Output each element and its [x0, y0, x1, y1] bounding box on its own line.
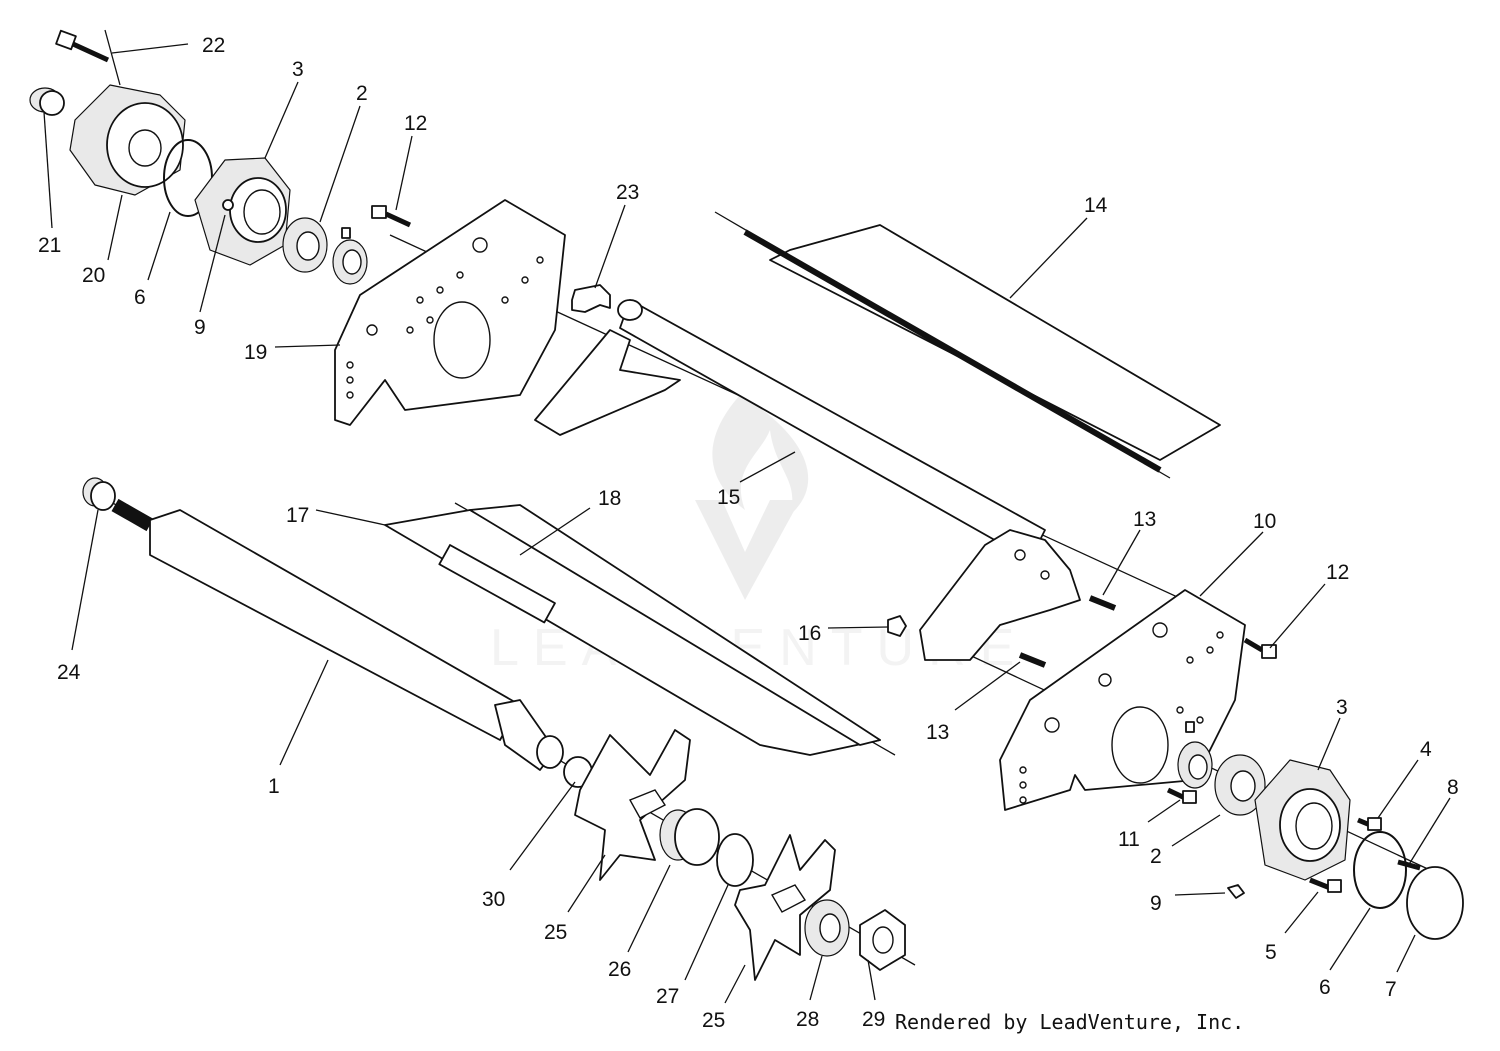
callout-16: 16: [798, 622, 821, 645]
callout-23: 23: [616, 181, 639, 204]
callout-29: 29: [862, 1008, 885, 1031]
callout-25-left: 25: [544, 921, 567, 944]
part-24-nut: [82, 477, 116, 511]
callout-11: 11: [1118, 828, 1140, 851]
callout-24: 24: [57, 661, 81, 684]
callout-6-right: 6: [1319, 976, 1331, 999]
rendered-by-credit: Rendered by LeadVenture, Inc.: [895, 1010, 1245, 1034]
leader-lines: [43, 43, 1451, 1004]
part-17-bedbar: [384, 504, 881, 756]
callout-4: 4: [1420, 738, 1432, 761]
callout-14: 14: [1084, 194, 1108, 217]
callout-30: 30: [482, 888, 505, 911]
callout-3-left: 3: [292, 58, 304, 81]
callout-3-right: 3: [1336, 696, 1348, 719]
part-collar-right: [1177, 721, 1213, 789]
part-13-pin-lower: [1018, 652, 1047, 668]
callout-15: 15: [717, 486, 740, 509]
part-collar-left: [332, 227, 368, 285]
callout-19: 19: [244, 341, 267, 364]
callout-21: 21: [38, 234, 61, 257]
callout-13-upper: 13: [1133, 508, 1156, 531]
part-25-spider-right: [734, 834, 836, 981]
part-3-bearing-housing-right: [1254, 759, 1351, 881]
callout-27: 27: [656, 985, 679, 1008]
callout-9-left: 9: [194, 316, 206, 339]
part-6-oring-right: [1353, 831, 1407, 909]
part-29-nut: [859, 909, 906, 971]
part-9-fitting-right: [1227, 884, 1245, 899]
part-27-washer: [716, 833, 754, 887]
part-7-cover: [1406, 866, 1464, 940]
part-16-nut: [887, 615, 907, 637]
callout-13-lower: 13: [926, 721, 949, 744]
part-1-reel-shaft: [111, 498, 564, 771]
callout-12-right: 12: [1326, 561, 1349, 584]
part-2-bearing-right: [1214, 754, 1266, 816]
part-25-spider-left: [574, 729, 691, 881]
part-26-spacer: [659, 808, 720, 866]
callout-12-left: 12: [404, 112, 427, 135]
callouts: 22 3 2 12 21 20 6 9 19 23 14 15 17 18 24…: [38, 34, 1459, 1032]
part-18-bedknife: [438, 544, 556, 624]
part-13-pin-upper: [1088, 595, 1117, 611]
part-4-bolt: [1357, 817, 1382, 831]
callout-1: 1: [268, 775, 280, 798]
part-19-side-plate-left: [334, 199, 566, 426]
part-12-bolt-right: [1243, 637, 1277, 659]
callout-2-right: 2: [1150, 845, 1162, 868]
callout-10: 10: [1253, 510, 1276, 533]
callout-25-right: 25: [702, 1009, 725, 1032]
part-2-bearing-left: [282, 217, 328, 273]
callout-20: 20: [82, 264, 105, 287]
axis-lines: [84, 29, 1431, 966]
part-11-bolt: [1166, 787, 1197, 804]
part-28-washer: [804, 899, 850, 957]
callout-22: 22: [202, 34, 225, 57]
callout-28: 28: [796, 1008, 819, 1031]
part-12-bolt-left: [371, 205, 412, 228]
callout-18: 18: [598, 487, 621, 510]
part-3-bearing-housing-left: [194, 157, 291, 266]
part-21-plug: [29, 87, 65, 116]
part-20-housing: [69, 84, 186, 196]
callout-5: 5: [1265, 941, 1277, 964]
callout-2-left: 2: [356, 82, 368, 105]
part-5-bolt: [1309, 877, 1342, 893]
callout-9-right: 9: [1150, 892, 1162, 915]
part-15-tube: [534, 299, 1081, 661]
callout-26: 26: [608, 958, 631, 981]
callout-6-left: 6: [134, 286, 146, 309]
part-23-bracket: [571, 284, 611, 313]
callout-7: 7: [1385, 978, 1397, 1001]
part-14-rod: [743, 224, 1221, 473]
callout-8: 8: [1447, 776, 1459, 799]
callout-17: 17: [286, 504, 309, 527]
part-22-bolt: [55, 29, 110, 63]
